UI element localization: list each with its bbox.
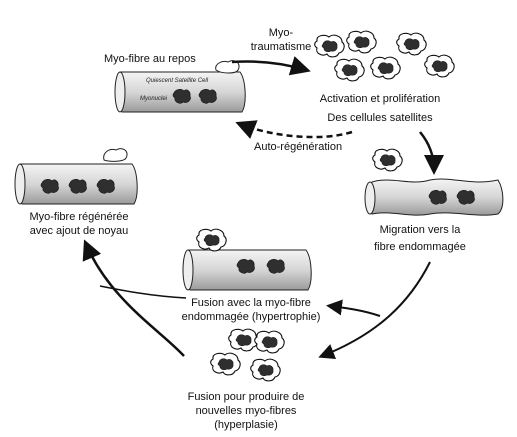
migration-arrow	[419, 131, 444, 175]
nucleus-icon	[68, 179, 87, 194]
satellite-cell-icon	[196, 228, 227, 252]
label-resting-fiber: Myo-fibre au repos	[104, 53, 196, 65]
label-migration-line2: fibre endommagée	[374, 241, 466, 253]
label-quiescent-cell: Quiescent Satellite Cell	[146, 78, 209, 84]
label-fusion-damaged-line2: endommagée (hypertrophie)	[181, 311, 321, 323]
label-myotrauma-line1: Myo-	[268, 27, 294, 39]
satellite-cell-icon	[103, 148, 128, 162]
satellite-cell-icon	[334, 58, 365, 82]
new-myofiber-cell-cluster	[210, 328, 285, 382]
arrows	[82, 56, 444, 360]
label-migration-line1: Migration vers la	[379, 224, 461, 236]
label-myotrauma-line2: traumatisme	[250, 41, 312, 53]
satellite-cell-icon	[346, 30, 377, 54]
label-migration: Migration vers la fibre endommagée	[360, 222, 480, 256]
nucleus-icon	[172, 89, 191, 104]
fusion-damaged-arrow	[326, 299, 381, 317]
satellite-cell-icon	[228, 328, 259, 352]
regenerated-myofiber	[14, 148, 138, 205]
myotrauma-arrow	[231, 56, 311, 76]
satellite-cell-icon	[372, 148, 403, 172]
fusion-myofiber	[182, 228, 312, 291]
satellite-cell-icon	[424, 54, 455, 78]
label-fusion-damaged: Fusion avec la myo-fibre endommagée (hyp…	[166, 296, 336, 324]
label-myonuclei: Myonuclei	[140, 96, 168, 102]
label-fusion-new-line1: Fusion pour produire de	[187, 391, 305, 403]
label-fusion-damaged-line1: Fusion avec la myo-fibre	[191, 297, 311, 309]
label-fusion-new: Fusion pour produire de nouvelles myo-fi…	[176, 390, 316, 432]
label-regenerated-line2: avec ajout de noyau	[29, 225, 129, 237]
label-activation-line2: Des cellules satellites	[327, 112, 433, 124]
label-fusion-new-line3: (hyperplasie)	[214, 419, 278, 431]
connector-line	[99, 285, 187, 299]
label-regenerated: Myo-fibre régénérée avec ajout de noyau	[14, 210, 144, 238]
nucleus-icon	[266, 259, 285, 274]
label-myotrauma: Myo- traumatisme	[246, 26, 316, 54]
satellite-cell-icon	[250, 358, 281, 382]
satellite-cell-icon	[396, 32, 427, 56]
satellite-cell-icon	[254, 330, 285, 354]
nucleus-icon	[96, 179, 115, 194]
satellite-cell-icon	[210, 352, 241, 376]
fusion-new-fibers-arrow	[318, 261, 431, 360]
satellite-cell-icon	[370, 56, 401, 80]
nucleus-icon	[236, 259, 255, 274]
label-fusion-new-line2: nouvelles myo-fibres	[195, 405, 297, 417]
label-activation: Activation et prolifération Des cellules…	[300, 90, 460, 128]
nucleus-icon	[456, 190, 475, 205]
satellite-cell-icon	[314, 34, 345, 58]
proliferating-satellite-cells	[314, 30, 455, 82]
regeneration-arrow	[82, 239, 185, 357]
resting-myofiber	[114, 60, 246, 113]
damaged-myofiber	[364, 148, 504, 216]
self-renewal-arrow	[235, 120, 353, 139]
label-regenerated-line1: Myo-fibre régénérée	[29, 211, 129, 223]
label-self-renewal: Auto-régénération	[254, 141, 343, 153]
nucleus-icon	[198, 89, 217, 104]
nucleus-icon	[428, 190, 447, 205]
nucleus-icon	[40, 179, 59, 194]
label-activation-line1: Activation et prolifération	[319, 93, 441, 105]
